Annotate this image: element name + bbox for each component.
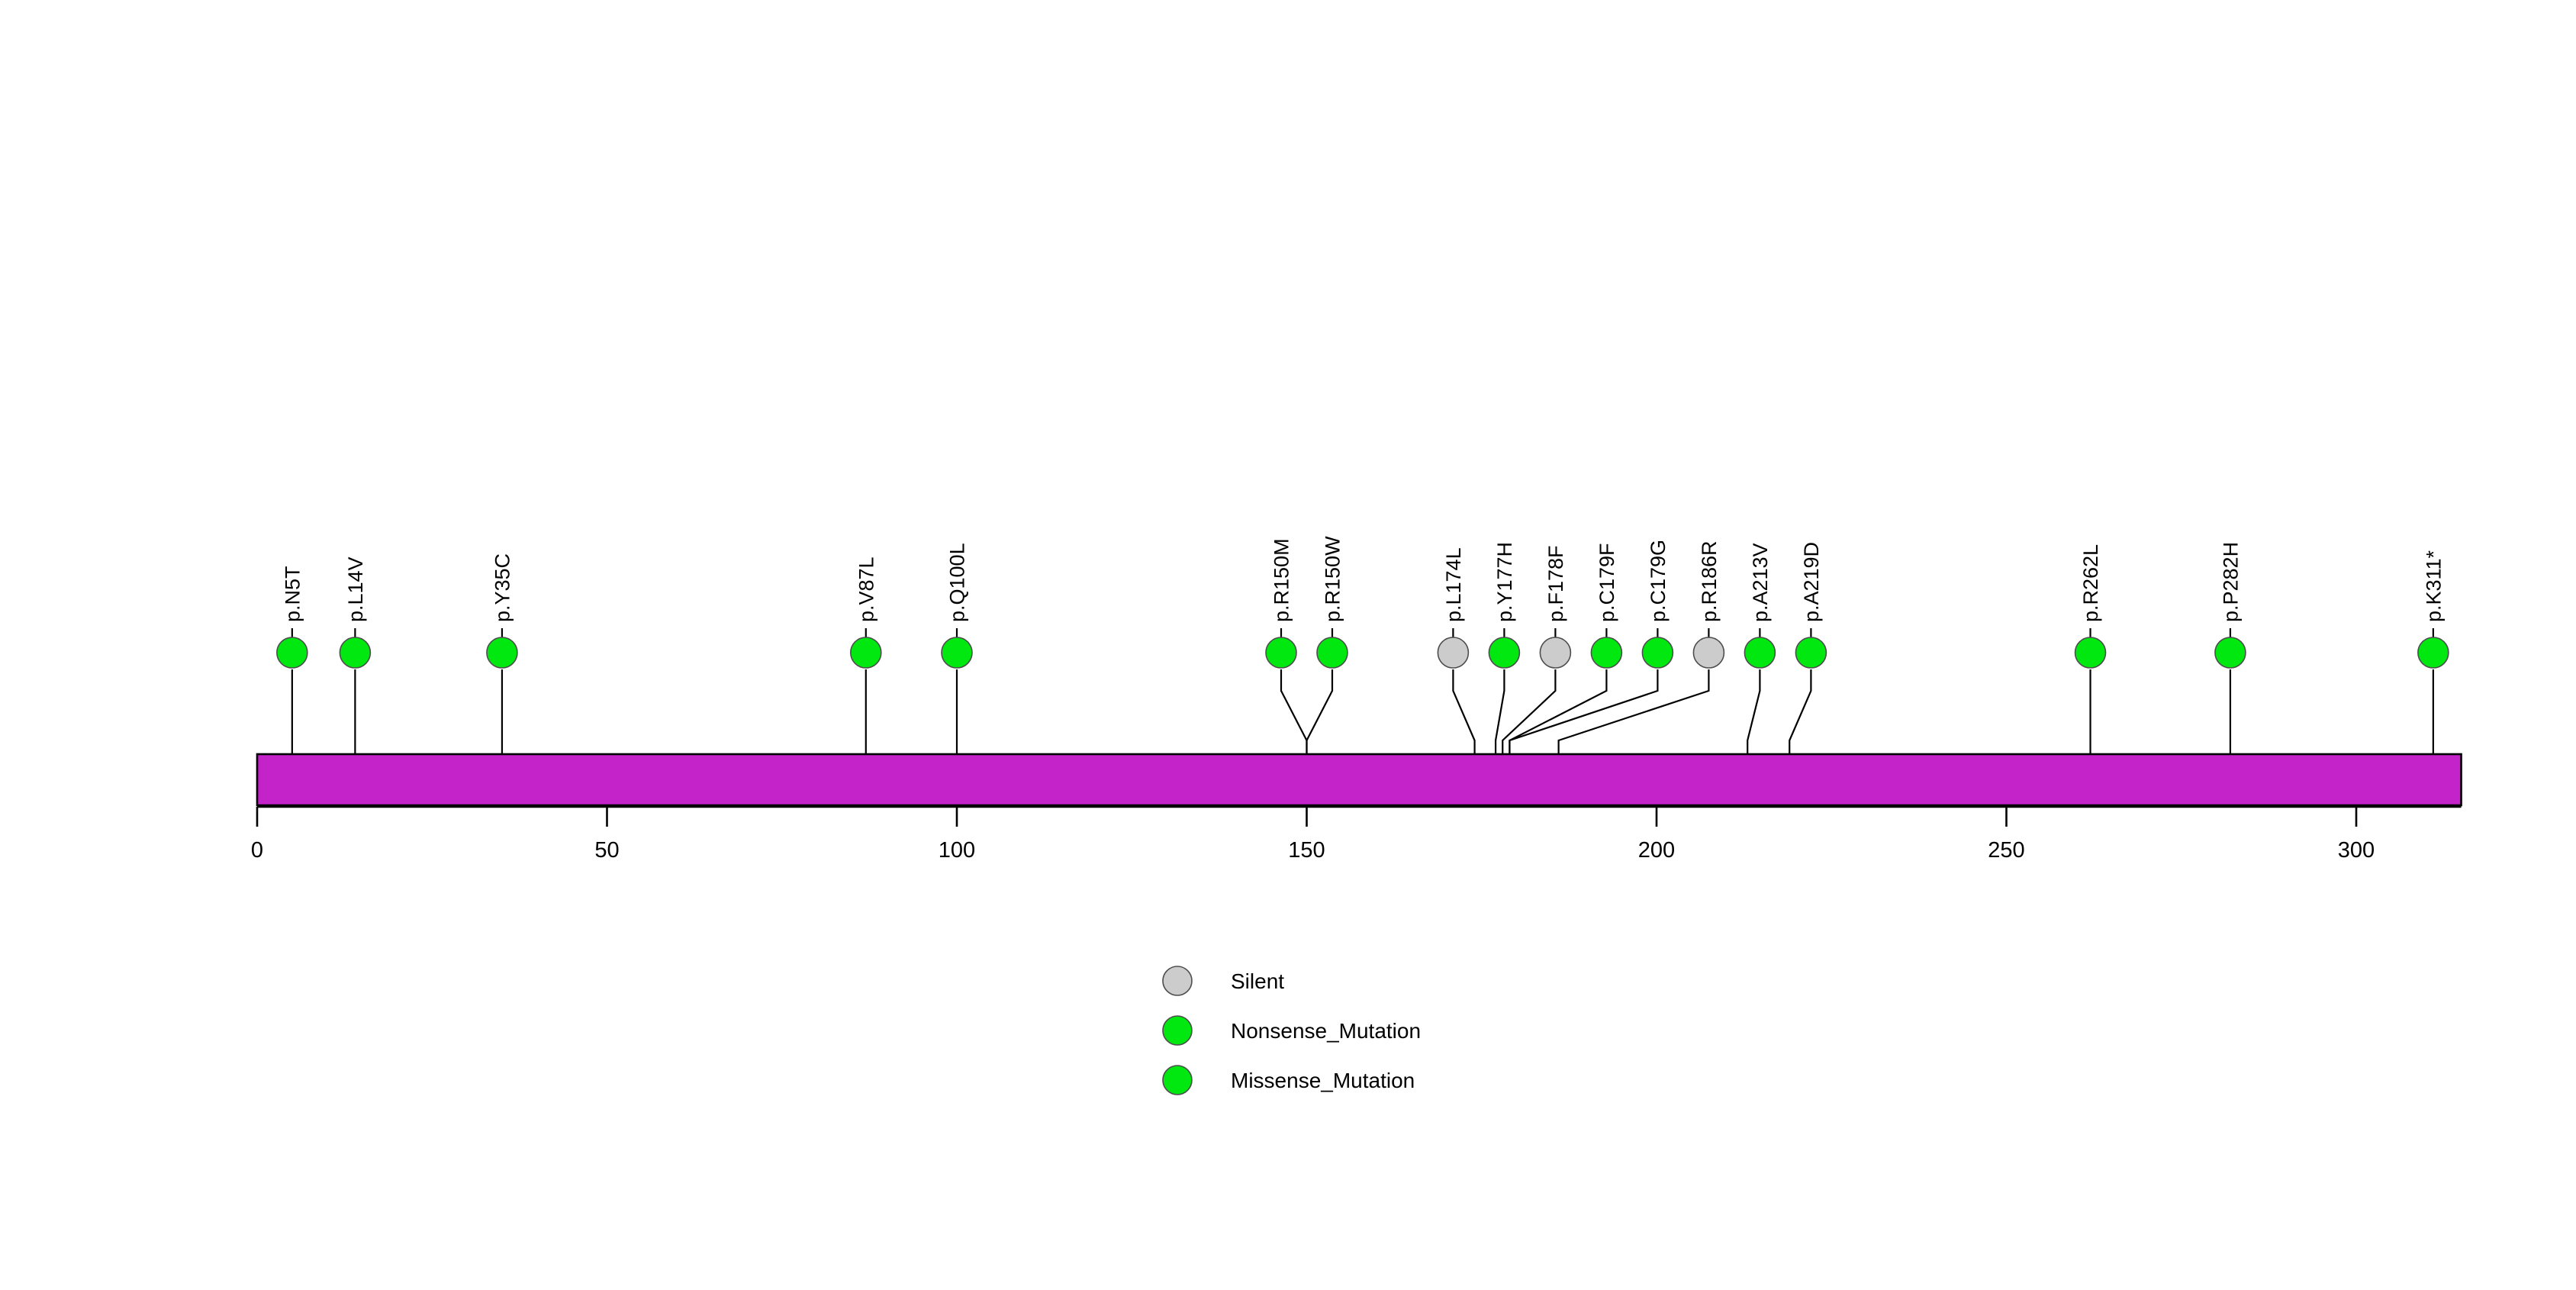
x-axis: 0 50 100 150 200 250 300 bbox=[251, 805, 2462, 863]
protein-domain-track bbox=[256, 753, 2462, 807]
protein-backbone-rect bbox=[256, 753, 2462, 807]
mutation-label: p.C179F bbox=[1596, 543, 1618, 622]
mutation-marker[interactable] bbox=[1488, 637, 1521, 669]
mutation-label: p.A213V bbox=[1749, 543, 1772, 622]
mutation-marker[interactable] bbox=[1744, 637, 1776, 669]
axis-tick-label: 300 bbox=[2338, 838, 2375, 863]
mutation-marker[interactable] bbox=[1795, 637, 1827, 669]
mutation-marker[interactable] bbox=[1437, 637, 1470, 669]
mutation-label: p.K311* bbox=[2422, 550, 2445, 622]
mutation-label: p.A219D bbox=[1800, 542, 1823, 622]
legend-swatch[interactable] bbox=[1162, 1015, 1193, 1046]
mutation-label: p.R186R bbox=[1698, 540, 1721, 622]
mutation-marker[interactable] bbox=[1265, 637, 1297, 669]
mutation-marker[interactable] bbox=[486, 637, 518, 669]
legend-label: Missense_Mutation bbox=[1231, 1069, 1415, 1092]
legend-swatch[interactable] bbox=[1162, 966, 1193, 996]
legend-swatch[interactable] bbox=[1162, 1065, 1193, 1095]
mutation-label: p.N5T bbox=[281, 566, 304, 622]
mutation-label: p.Y177H bbox=[1493, 542, 1516, 622]
axis-tick-label: 250 bbox=[1988, 838, 2024, 863]
mutation-marker-layer bbox=[276, 628, 2449, 669]
mutation-label: p.P282H bbox=[2219, 542, 2242, 622]
mutation-marker[interactable] bbox=[1316, 637, 1348, 669]
axis-tick-label: 0 bbox=[251, 838, 263, 863]
axis-tick-label: 100 bbox=[939, 838, 975, 863]
mutation-label: p.C179G bbox=[1647, 540, 1670, 622]
mutation-marker[interactable] bbox=[1641, 637, 1674, 669]
mutation-label: p.R150M bbox=[1270, 538, 1293, 622]
mutation-marker[interactable] bbox=[276, 637, 308, 669]
mutation-label: p.R150W bbox=[1322, 536, 1344, 622]
mutation-label: p.L14V bbox=[344, 556, 367, 622]
axis-tick-label: 50 bbox=[594, 838, 619, 863]
mutation-label: p.Q100L bbox=[946, 543, 969, 622]
mutation-marker[interactable] bbox=[2214, 637, 2246, 669]
axis-tick-label: 200 bbox=[1638, 838, 1675, 863]
mutation-marker[interactable] bbox=[1692, 637, 1725, 669]
mutation-marker[interactable] bbox=[849, 637, 882, 669]
mutation-marker[interactable] bbox=[1539, 637, 1572, 669]
mutation-marker[interactable] bbox=[339, 637, 372, 669]
mutation-label: p.Y35C bbox=[491, 553, 514, 622]
legend-label: Silent bbox=[1231, 969, 1284, 993]
legend-label: Nonsense_Mutation bbox=[1231, 1019, 1421, 1043]
mutation-marker[interactable] bbox=[1590, 637, 1623, 669]
mutation-marker[interactable] bbox=[2074, 637, 2107, 669]
mutation-label: p.R262L bbox=[2079, 544, 2102, 622]
mutation-label: p.V87L bbox=[855, 556, 877, 622]
mutation-label-layer: p.N5T p.L14V p.Y35C p.V87L p.Q100L p.R150M p.R… bbox=[281, 536, 2445, 622]
mutation-label: p.F178F bbox=[1544, 545, 1567, 622]
axis-tick-label: 150 bbox=[1288, 838, 1325, 863]
mutation-marker[interactable] bbox=[2417, 637, 2449, 669]
mutation-label: p.L174L bbox=[1442, 547, 1465, 622]
mutation-marker[interactable] bbox=[941, 637, 973, 669]
